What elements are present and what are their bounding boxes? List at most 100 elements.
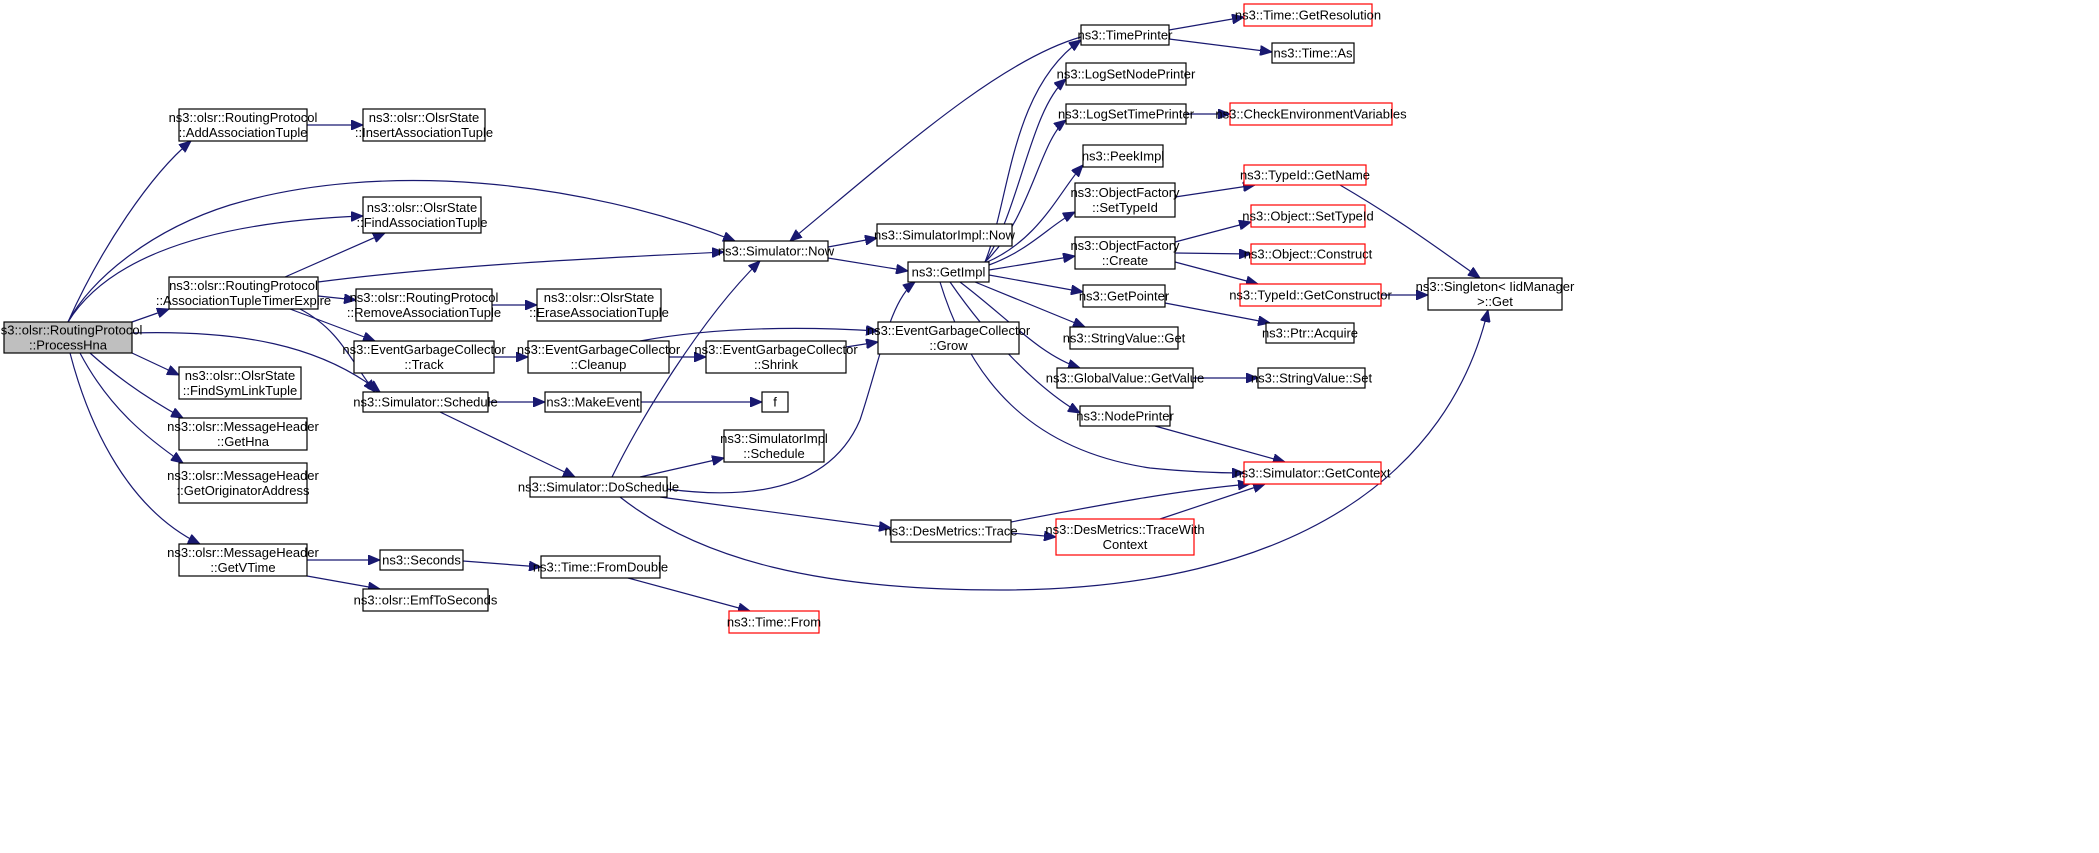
node-f[interactable]: f: [761, 391, 789, 413]
node-label: ns3::Object::SetTypeId: [1242, 209, 1374, 224]
node-egcTrack[interactable]: ns3::EventGarbageCollector::Track: [342, 340, 506, 374]
node-ofSetTypeId[interactable]: ns3::ObjectFactory::SetTypeId: [1070, 182, 1180, 218]
node-root[interactable]: ns3::olsr::RoutingProtocol::ProcessHna: [0, 321, 143, 354]
edge-root-to-getVTime: [69, 352, 200, 544]
node-doSchedule[interactable]: ns3::Simulator::DoSchedule: [518, 476, 679, 498]
edge-simSchedule-to-doSchedule: [439, 411, 575, 477]
edge-ofSetTypeId-to-typeIdGetName: [1174, 185, 1255, 198]
node-box: [544, 391, 642, 413]
node-objConstruct[interactable]: ns3::Object::Construct: [1244, 243, 1373, 265]
node-findAssoc[interactable]: ns3::olsr::OlsrState::FindAssociationTup…: [356, 196, 488, 234]
node-getPointer[interactable]: ns3::GetPointer: [1079, 284, 1170, 308]
node-box: [1055, 518, 1195, 556]
node-simImplSchedule[interactable]: ns3::SimulatorImpl::Schedule: [720, 429, 828, 463]
node-getVTime[interactable]: ns3::olsr::MessageHeader::GetVTime: [167, 543, 320, 577]
node-label: ::GetOriginatorAddress: [177, 483, 310, 498]
node-box: [1082, 284, 1166, 308]
node-timeFrom[interactable]: ns3::Time::From: [727, 610, 821, 634]
node-label: ns3::Object::Construct: [1244, 247, 1373, 262]
node-typeIdGetName[interactable]: ns3::TypeId::GetName: [1240, 164, 1370, 186]
node-label: ns3::olsr::MessageHeader: [167, 545, 319, 560]
node-box: [527, 340, 670, 374]
node-ofCreate[interactable]: ns3::ObjectFactory::Create: [1070, 236, 1180, 270]
node-checkEnv[interactable]: ns3::CheckEnvironmentVariables: [1215, 102, 1407, 126]
node-box: [178, 417, 308, 451]
edge-getImpl-to-strValGet: [974, 281, 1085, 327]
node-logSetTime[interactable]: ns3::LogSetTimePrinter: [1058, 103, 1195, 125]
node-makeEvent[interactable]: ns3::MakeEvent: [544, 391, 642, 413]
node-addAssoc[interactable]: ns3::olsr::RoutingProtocol::AddAssociati…: [169, 108, 318, 142]
node-getHna[interactable]: ns3::olsr::MessageHeader::GetHna: [167, 417, 320, 451]
node-egcGrow[interactable]: ns3::EventGarbageCollector::Grow: [867, 321, 1031, 355]
node-peekImpl[interactable]: ns3::PeekImpl: [1082, 144, 1164, 168]
node-simSchedule[interactable]: ns3::Simulator::Schedule: [353, 391, 498, 413]
node-logSetNode[interactable]: ns3::LogSetNodePrinter: [1057, 62, 1196, 86]
node-getResolution[interactable]: ns3::Time::GetResolution: [1235, 3, 1381, 27]
node-egcShrink[interactable]: ns3::EventGarbageCollector::Shrink: [694, 340, 858, 374]
node-nodePrinter[interactable]: ns3::NodePrinter: [1076, 405, 1174, 427]
node-label: ns3::Simulator::DoSchedule: [518, 480, 679, 495]
node-assocExpire[interactable]: ns3::olsr::RoutingProtocol::AssociationT…: [156, 276, 331, 310]
edge-doSchedule-to-simImplSchedule: [639, 458, 724, 478]
node-getOrig[interactable]: ns3::olsr::MessageHeader::GetOriginatorA…: [167, 462, 320, 504]
node-getImpl[interactable]: ns3::GetImpl: [907, 261, 990, 283]
edge-root-to-findSymLink: [131, 352, 179, 375]
node-insertAssoc[interactable]: ns3::olsr::OlsrState::InsertAssociationT…: [355, 108, 493, 142]
node-objSetTypeId[interactable]: ns3::Object::SetTypeId: [1242, 204, 1374, 228]
node-box: [540, 555, 661, 579]
node-typeIdGetCtor[interactable]: ns3::TypeId::GetConstructor: [1229, 283, 1392, 307]
node-strValGet[interactable]: ns3::StringValue::Get: [1063, 326, 1186, 350]
node-box: [890, 519, 1012, 543]
node-label: ns3::MakeEvent: [546, 395, 640, 410]
node-simImplNow[interactable]: ns3::SimulatorImpl::Now: [874, 223, 1016, 247]
node-label: ns3::olsr::RoutingProtocol: [169, 278, 318, 293]
edge-simNow-to-simImplNow: [827, 238, 877, 248]
edge-assocExpire-to-simNow: [317, 252, 724, 283]
node-simNow[interactable]: ns3::Simulator::Now: [718, 240, 835, 262]
node-strValSet[interactable]: ns3::StringValue::Set: [1251, 367, 1373, 389]
node-seconds[interactable]: ns3::Seconds: [379, 549, 464, 571]
node-egcCleanup[interactable]: ns3::EventGarbageCollector::Cleanup: [517, 340, 681, 374]
node-label: ns3::EventGarbageCollector: [694, 342, 858, 357]
node-box: [1250, 204, 1366, 228]
node-findSymLink[interactable]: ns3::olsr::OlsrState::FindSymLinkTuple: [178, 366, 302, 400]
node-timePrinter[interactable]: ns3::TimePrinter: [1078, 24, 1174, 46]
node-getContext[interactable]: ns3::Simulator::GetContext: [1234, 461, 1391, 485]
node-label: ns3::DesMetrics::Trace: [884, 524, 1017, 539]
node-box: [1265, 322, 1355, 344]
edge-doSchedule-to-desTrace: [659, 496, 891, 528]
node-box: [1271, 42, 1355, 64]
node-box: [362, 108, 486, 142]
node-label: ::SetTypeId: [1092, 200, 1158, 215]
edge-desTrace-to-desTraceCtx: [1010, 533, 1056, 537]
edge-doSchedule-to-singletonGet: [619, 310, 1488, 591]
node-eraseAssoc[interactable]: ns3::olsr::OlsrState::EraseAssociationTu…: [529, 288, 669, 322]
node-box: [1082, 144, 1164, 168]
node-box: [1074, 236, 1176, 270]
node-label: ns3::olsr::MessageHeader: [167, 468, 319, 483]
node-box: [1257, 367, 1366, 389]
node-label: ::FindSymLinkTuple: [183, 383, 297, 398]
node-desTrace[interactable]: ns3::DesMetrics::Trace: [884, 519, 1018, 543]
node-label: ns3::DesMetrics::TraceWith: [1045, 522, 1204, 537]
node-label: >::Get: [1477, 294, 1513, 309]
node-singletonGet[interactable]: ns3::Singleton< IidManager >::Get: [1416, 277, 1575, 311]
node-emfToSec[interactable]: ns3::olsr::EmfToSeconds: [354, 588, 498, 612]
node-label: ::InsertAssociationTuple: [355, 125, 493, 140]
node-label: ns3::Simulator::Now: [718, 244, 835, 259]
node-ptrAcquire[interactable]: ns3::Ptr::Acquire: [1262, 322, 1358, 344]
edge-assocExpire-to-findAssoc: [284, 232, 385, 278]
edge-nodePrinter-to-getContext: [1154, 425, 1285, 462]
node-globalGetValue[interactable]: ns3::GlobalValue::GetValue: [1046, 367, 1205, 389]
node-box: [3, 321, 133, 354]
node-label: ::Track: [404, 357, 444, 372]
node-box: [178, 462, 308, 504]
node-label: ::Cleanup: [571, 357, 627, 372]
node-label: ::Shrink: [754, 357, 799, 372]
node-removeAssoc[interactable]: ns3::olsr::RoutingProtocol::RemoveAssoci…: [347, 288, 501, 322]
node-label: ns3::SimulatorImpl::Now: [874, 228, 1015, 243]
node-timeAs[interactable]: ns3::Time::As: [1271, 42, 1355, 64]
node-fromDouble[interactable]: ns3::Time::FromDouble: [533, 555, 668, 579]
